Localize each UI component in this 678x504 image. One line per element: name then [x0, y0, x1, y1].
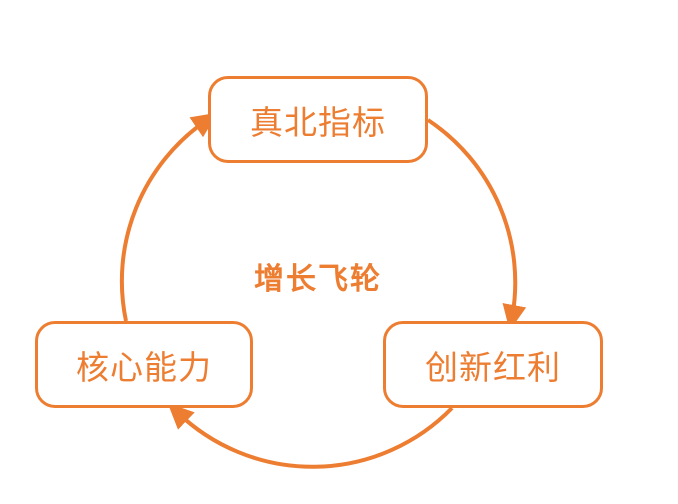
arrow-left-to-top [119, 112, 218, 322]
node-label-true-north-metric: 真北指标 [250, 102, 386, 142]
node-label-core-capability: 核心能力 [76, 347, 212, 387]
node-core-capability: 核心能力 [35, 321, 253, 408]
node-innovation-dividend: 创新红利 [383, 321, 603, 408]
center-label-growth-flywheel: 增长飞轮 [254, 262, 382, 297]
arrow-right-to-left [167, 402, 454, 469]
arrow-top-to-right [426, 118, 527, 331]
node-label-innovation-dividend: 创新红利 [425, 347, 561, 387]
node-true-north-metric: 真北指标 [208, 76, 428, 163]
